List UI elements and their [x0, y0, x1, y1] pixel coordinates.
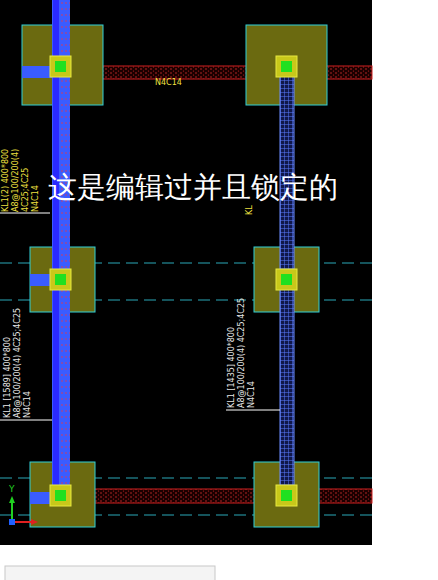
- side-rebar-text: N4C14: [32, 185, 40, 212]
- axis-label: Y: [9, 485, 15, 494]
- beam-name-text: KL1 [1435] 400*800: [228, 327, 236, 408]
- overlay-note: 这是编辑过并且锁定的: [48, 173, 338, 202]
- rebar-text: 4C25;4C25: [22, 168, 30, 212]
- side-rebar-text: N4C14: [248, 381, 256, 408]
- side-rebar-text: N4C14: [24, 391, 32, 418]
- beam-name-text: KL1 [1589] 400*800: [4, 337, 12, 418]
- grid-beam: [280, 66, 294, 498]
- ucs-icon: [9, 496, 38, 525]
- horizontal-beam: [70, 66, 372, 503]
- rebar-text: A8@100/200(4) 4C25;4C25: [14, 308, 22, 418]
- leader-line: [0, 213, 280, 420]
- stirrup-text: A8@100/200(4): [12, 149, 20, 212]
- panel: [5, 566, 215, 580]
- column: [50, 56, 297, 506]
- rebar-text: A8@100/200(4) 4C25;4C25: [238, 298, 246, 408]
- beam-name-text: KL: [246, 205, 254, 215]
- beam-name-text: KL1(2) 400*800: [2, 149, 10, 212]
- cad-ground: [0, 0, 372, 545]
- beam-stub: [22, 66, 52, 504]
- beam-rebar-text: N4C14: [155, 79, 182, 87]
